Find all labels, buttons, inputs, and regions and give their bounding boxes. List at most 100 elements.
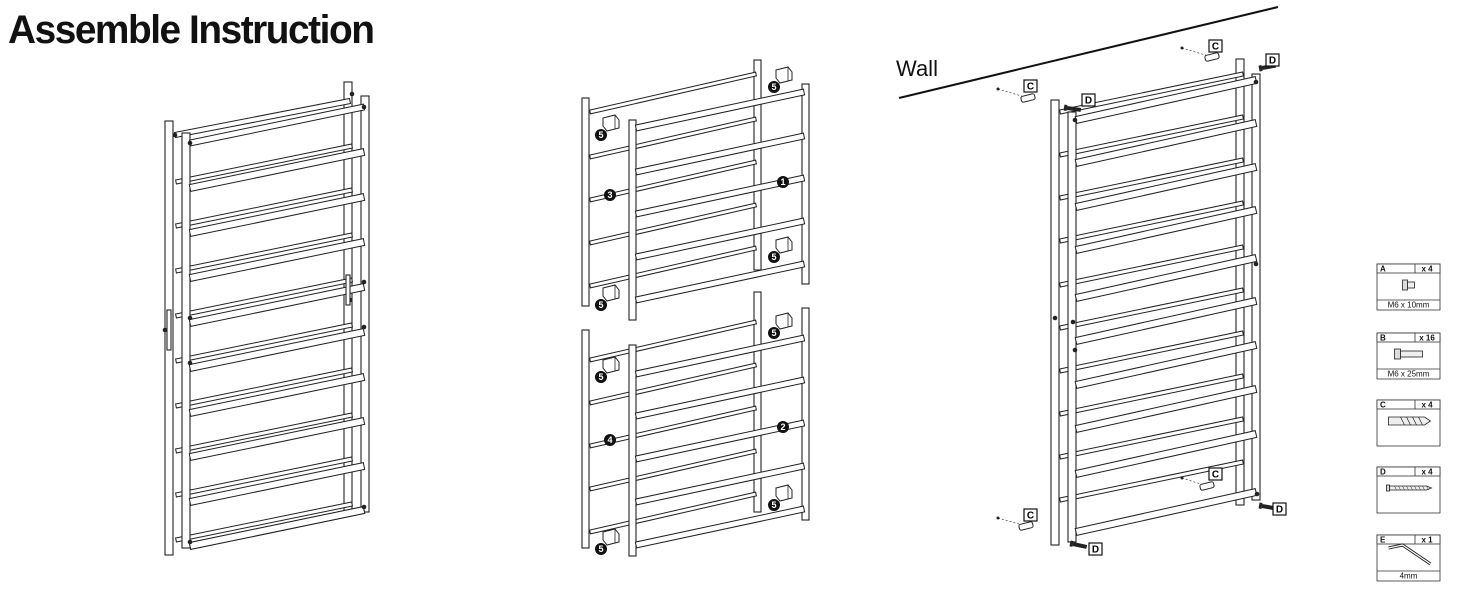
mount-front-rail bbox=[1074, 76, 1258, 124]
mount-joint-bolt bbox=[1253, 261, 1259, 267]
part-number-label: 5 bbox=[598, 372, 603, 382]
callout-letter: D bbox=[1085, 96, 1092, 107]
upper-right-front-post bbox=[801, 83, 810, 285]
hardware-letter: E bbox=[1380, 536, 1386, 545]
rack-rear-rail bbox=[175, 322, 353, 364]
callout-letter: D bbox=[1092, 545, 1099, 556]
wall-anchor-part bbox=[1020, 93, 1036, 103]
part-number-marker: 5 bbox=[768, 327, 780, 339]
screw-body bbox=[1389, 485, 1433, 491]
rack-joint-bolt bbox=[361, 279, 367, 285]
connector-part bbox=[602, 356, 620, 374]
part-number-circle bbox=[777, 421, 789, 433]
part-number-label: 3 bbox=[607, 190, 612, 200]
mount-right-back-post bbox=[1235, 58, 1245, 506]
screw-thread bbox=[1398, 485, 1401, 491]
mount-rear-rail bbox=[1059, 416, 1244, 460]
connector-part bbox=[775, 236, 793, 254]
hardware-size: 4mm bbox=[1400, 572, 1418, 581]
part-number-circle bbox=[768, 251, 780, 263]
mount-front-rail bbox=[1074, 119, 1258, 167]
wall-anchor-part bbox=[1199, 481, 1215, 491]
hardware-qty: x 1 bbox=[1421, 536, 1433, 545]
hardware-callout: C bbox=[1023, 79, 1038, 93]
mount-front-rail bbox=[1074, 297, 1258, 345]
part-number-circle bbox=[604, 434, 616, 446]
hardware-callout: D bbox=[1081, 93, 1096, 107]
rack-joint-bolt bbox=[187, 140, 193, 146]
mount-front-rail bbox=[1074, 254, 1258, 302]
mount-front-rail bbox=[1074, 163, 1258, 211]
hardware-callout: D bbox=[1088, 542, 1103, 556]
mount-rear-rail bbox=[1059, 200, 1244, 244]
mount-joint-bolt bbox=[1072, 347, 1078, 353]
mount-rear-rail bbox=[1059, 157, 1244, 201]
rack-joint-bolt bbox=[162, 327, 168, 333]
mount-joint-bolt bbox=[1070, 319, 1076, 325]
part-number-circle bbox=[595, 371, 607, 383]
callout-box bbox=[1272, 502, 1287, 516]
rack-joint-bolt bbox=[172, 132, 178, 138]
callout-letter: C bbox=[1212, 42, 1219, 53]
connector-part bbox=[775, 312, 793, 330]
long-bolt-icon bbox=[1394, 348, 1423, 360]
part-number-label: 5 bbox=[598, 544, 603, 554]
part-number-marker: 4 bbox=[604, 434, 616, 446]
screw-head bbox=[1258, 502, 1263, 509]
screw-head bbox=[1069, 540, 1074, 547]
rack-right-front-post bbox=[360, 95, 370, 513]
hardware-callout: C bbox=[1208, 39, 1223, 53]
upper-rear-rail bbox=[589, 71, 757, 115]
callout-box bbox=[1208, 467, 1223, 481]
mount-rear-rail bbox=[1059, 330, 1244, 374]
callout-letter: C bbox=[1027, 82, 1034, 93]
callout-letter: C bbox=[1027, 511, 1034, 522]
screw-shank bbox=[1072, 542, 1088, 549]
mount-rear-rail bbox=[1059, 244, 1244, 288]
upper-front-rail bbox=[634, 132, 806, 176]
screw-head bbox=[1258, 65, 1263, 72]
part-number-marker: 5 bbox=[595, 129, 607, 141]
wall-line bbox=[898, 6, 1279, 99]
anchor-fin bbox=[1400, 416, 1405, 426]
lower-front-rail bbox=[634, 505, 806, 549]
rack-rear-rail bbox=[175, 501, 353, 543]
callout-letter: D bbox=[1269, 56, 1276, 67]
hardware-qty: x 4 bbox=[1421, 265, 1433, 274]
rack-rear-rail bbox=[175, 367, 353, 409]
rack-rear-rail bbox=[175, 412, 353, 454]
allen-key-highlight bbox=[1388, 544, 1431, 565]
mount-front-rail bbox=[1074, 341, 1258, 389]
rack-joint-bolt bbox=[187, 539, 193, 545]
mount-front-rail bbox=[1074, 488, 1258, 536]
part-number-circle bbox=[768, 81, 780, 93]
bolt-thread bbox=[1407, 281, 1415, 289]
part-number-label: 5 bbox=[598, 130, 603, 140]
mount-right-front-post bbox=[1251, 73, 1261, 501]
lower-right-front-post bbox=[801, 307, 810, 521]
rack-front-rail bbox=[188, 417, 366, 461]
callout-letter: D bbox=[1276, 505, 1283, 516]
upper-right-back-post bbox=[753, 59, 762, 271]
rack-front-rail bbox=[188, 462, 366, 506]
lower-front-rail bbox=[634, 334, 806, 378]
rack-rear-rail bbox=[175, 277, 353, 319]
hardware-qty: x 4 bbox=[1421, 401, 1433, 410]
short-bolt-icon bbox=[1402, 279, 1415, 291]
rack-left-front-post bbox=[181, 132, 191, 549]
mount-joint-bolt bbox=[1253, 79, 1259, 85]
hardware-size: M6 x 25mm bbox=[1388, 370, 1430, 379]
hardware-qty: x 16 bbox=[1419, 334, 1435, 343]
screw-thread bbox=[1418, 485, 1421, 491]
screw-shank bbox=[1066, 106, 1082, 112]
callout-box bbox=[1208, 39, 1223, 53]
connector-part bbox=[602, 528, 620, 546]
part-number-circle bbox=[604, 189, 616, 201]
connector-block bbox=[602, 114, 620, 132]
rack-joint-bolt bbox=[349, 91, 355, 97]
part-number-marker: 5 bbox=[768, 499, 780, 511]
part-number-marker: 5 bbox=[768, 81, 780, 93]
wall-label: Wall bbox=[896, 56, 938, 81]
